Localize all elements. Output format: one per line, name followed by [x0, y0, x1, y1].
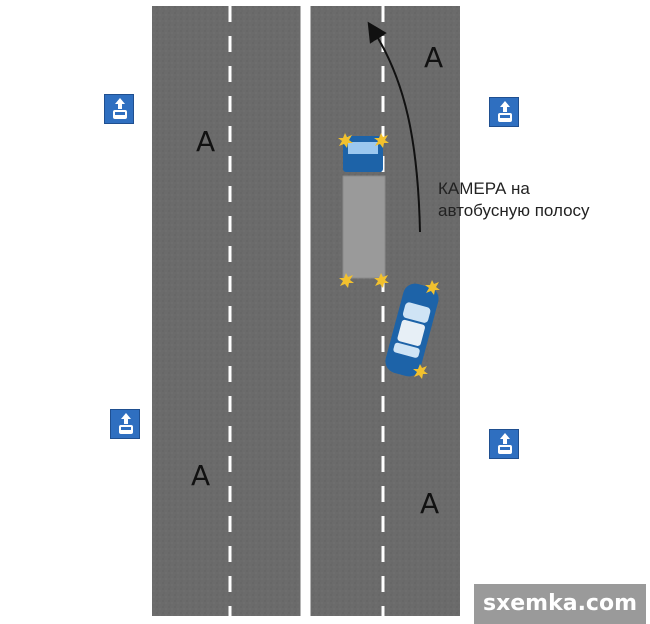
lane-letter-right-bottom: A	[420, 487, 440, 520]
bus-lane-sign-icon	[498, 433, 512, 454]
lane-change-arrow	[367, 21, 421, 233]
camera-caption: КАМЕРА на автобусную полосу	[438, 178, 590, 222]
flash-icon	[374, 273, 389, 288]
flash-icon	[413, 364, 428, 379]
flash-icon	[425, 280, 440, 295]
flash-icon	[338, 133, 353, 148]
left-carriageway	[152, 6, 302, 616]
watermark: sxemka.com	[474, 584, 646, 624]
lane-letter-right-top: A	[424, 41, 444, 74]
lane-letter-left-top: A	[196, 125, 216, 158]
bus-lane-sign-icon	[113, 98, 127, 119]
bus-lane-sign-right-bottom	[489, 429, 519, 459]
car-roof	[397, 319, 425, 346]
bus-lane-sign-icon	[119, 413, 133, 434]
right-carriageway	[310, 6, 460, 616]
camera-caption-line2: автобусную полосу	[438, 201, 590, 220]
hazard-flashes	[338, 133, 440, 379]
flash-icon	[374, 133, 389, 148]
camera-caption-line1: КАМЕРА на	[438, 179, 530, 198]
car-rear-window	[393, 342, 420, 358]
bus-lane-sign-left-top	[104, 94, 134, 124]
truck-cargo	[342, 175, 386, 279]
bus-lane-sign-icon	[498, 101, 512, 122]
bus-lane-sign-left-bottom	[110, 409, 140, 439]
truck-windshield	[348, 142, 378, 154]
car-windshield	[402, 302, 431, 323]
flash-icon	[339, 273, 354, 288]
truck	[342, 136, 386, 279]
car	[385, 283, 439, 377]
bus-lane-sign-right-top	[489, 97, 519, 127]
lane-letter-left-bottom: A	[191, 459, 211, 492]
